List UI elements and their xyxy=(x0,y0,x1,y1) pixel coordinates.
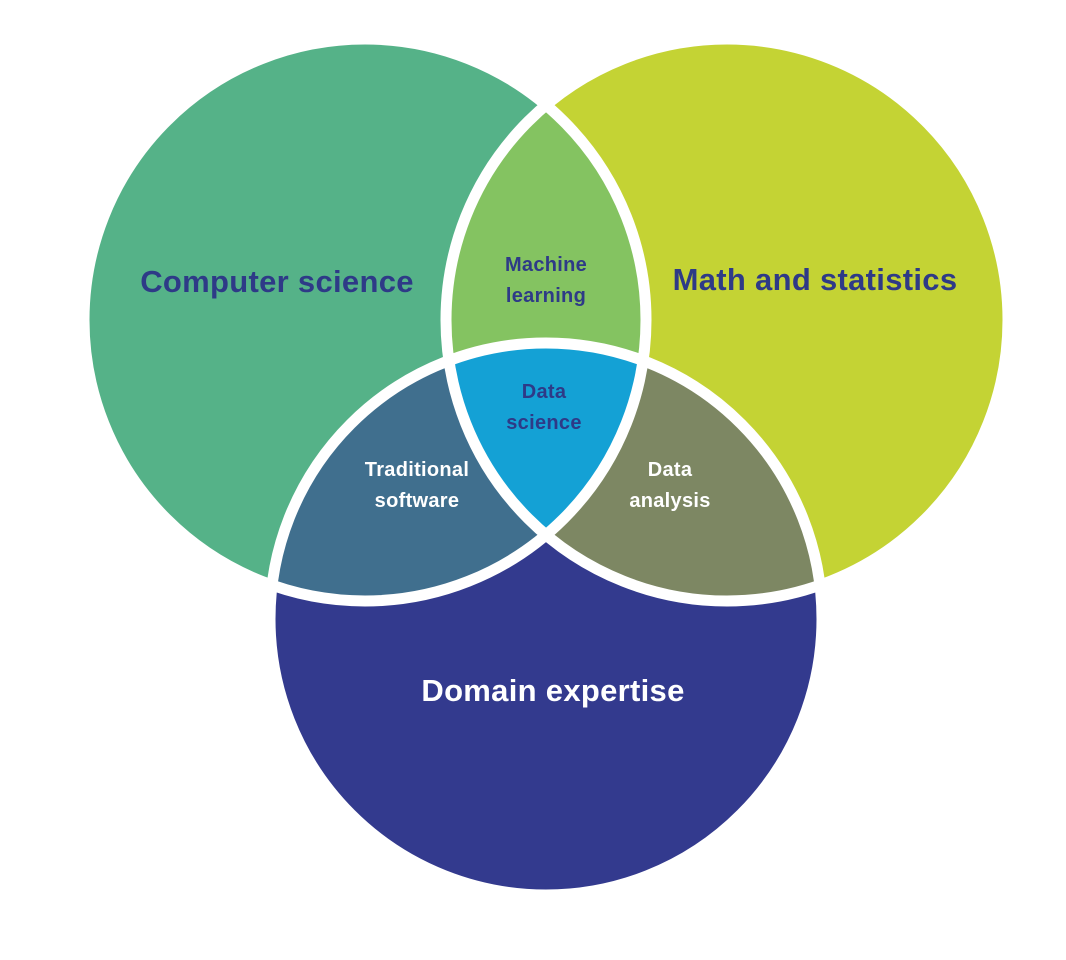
label-traditional-software-line1: Traditional xyxy=(364,459,470,481)
region-traditional-software xyxy=(270,343,646,601)
region-data-analysis-fill xyxy=(446,343,822,601)
region-traditional-software-fill xyxy=(270,343,646,601)
label-traditional-software-line2: software xyxy=(374,490,460,512)
separator-computer-science xyxy=(78,33,652,607)
label-data-science-line1: Data xyxy=(521,381,567,403)
label-computer-science: Computer science xyxy=(140,264,414,299)
label-data-analysis-line2: analysis xyxy=(629,490,711,512)
label-data-science-line2: science xyxy=(506,412,582,434)
separator-math-statistics xyxy=(440,33,1014,607)
region-data-analysis xyxy=(446,343,822,601)
label-machine-learning-line1: Machine xyxy=(504,254,588,276)
label-machine-learning: Machine learning xyxy=(505,250,587,312)
separator-domain-expertise xyxy=(264,337,828,901)
label-data-science: Data science xyxy=(506,377,582,439)
label-data-analysis-line1: Data xyxy=(647,459,693,481)
label-machine-learning-line2: learning xyxy=(505,285,587,307)
label-domain-expertise: Domain expertise xyxy=(421,673,685,708)
label-math-statistics: Math and statistics xyxy=(672,262,958,297)
label-data-analysis: Data analysis xyxy=(629,455,710,517)
label-traditional-software: Traditional software xyxy=(365,455,469,517)
